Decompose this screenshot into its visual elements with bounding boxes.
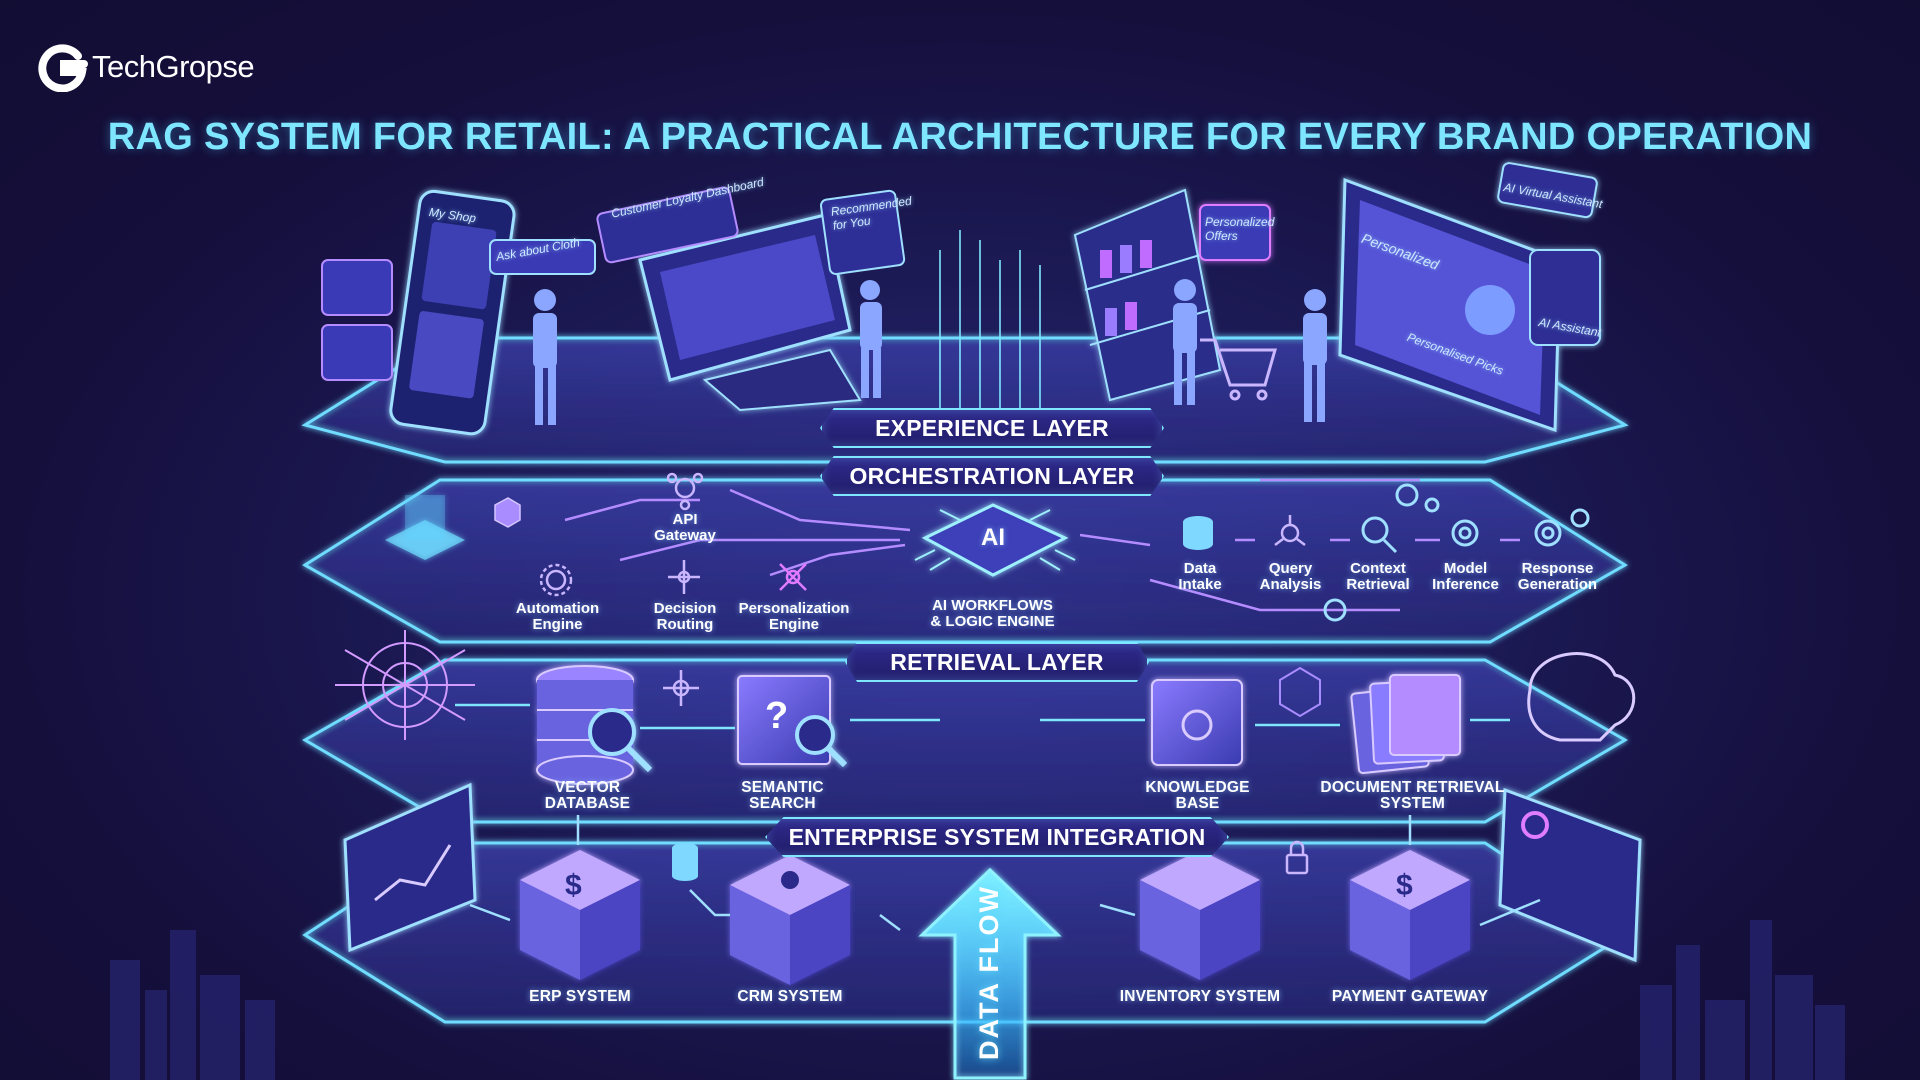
semantic-search-icon: ? [737,675,848,768]
svg-text:?: ? [765,695,788,737]
world-map-dashboard-icon [1498,787,1642,963]
data-flow-arrow-icon [918,867,1062,1080]
dashboard-card-icon [596,186,906,276]
model-inference-gear-icon [1451,519,1479,547]
retrieval-connectors [455,703,1510,730]
network-node-icon [663,670,699,706]
pipeline-step-label: Data Intake [1178,560,1222,593]
cart-shopper-person-icon [1173,279,1197,405]
automation-engine-label: Automation Engine [515,600,600,633]
context-retrieval-icon [1361,516,1398,554]
semantic-search-label: SEMANTIC SEARCH [741,779,824,812]
city-skyline-icon [110,920,1845,1080]
lock-icon [1285,840,1309,875]
svg-text:$: $ [565,869,582,902]
brain-icon [1527,652,1636,742]
settings-gear-icon [1323,483,1440,622]
vector-database-icon [536,665,653,785]
response-generation-gear-icon [1534,508,1590,547]
inventory-system-label: INVENTORY SYSTEM [1119,988,1281,1005]
erp-system-label: ERP SYSTEM [529,988,631,1005]
orchestration-connectors [564,478,1520,612]
api-gateway-icon [666,472,704,511]
ai-chip-icon [914,503,1076,577]
orchestration-layer-banner: ORCHESTRATION LAYER [820,456,1164,496]
ai-workflows-label: AI WORKFLOWS & LOGIC ENGINE [930,597,1055,630]
payment-gateway-label: PAYMENT GATEWAY [1331,988,1489,1005]
smartphone-icon [389,189,516,436]
svg-text:$: $ [1396,869,1413,902]
integration-connectors [469,815,1541,931]
hologram-tile-icon [385,495,465,560]
pipeline-step-label: Context Retrieval [1346,560,1410,593]
hexagon-network-icon [1279,666,1321,718]
shopper-person-icon [533,289,557,425]
screen-label: Personalized Offers [1205,215,1275,243]
payment-gateway-cube-icon: $ [1350,850,1470,980]
automation-engine-icon [539,563,573,597]
database-cylinder-icon [672,843,698,881]
data-flow-label: DATA FLOW [974,885,1004,1060]
retrieval-layer-banner: RETRIEVAL LAYER [845,642,1149,682]
knowledge-base-icon [1151,679,1243,766]
page-title: RAG SYSTEM FOR RETAIL: A PRACTICAL ARCHI… [107,116,1813,158]
ai-chip-label: AI [981,524,1005,551]
chat-panel-icon [321,239,596,381]
experience-layer-banner: EXPERIENCE LAYER [820,408,1164,448]
decision-routing-label: Decision Routing [653,600,717,633]
vector-database-label: VECTOR DATABASE [544,779,631,812]
staff-person-icon [860,280,882,398]
inventory-boxes-icon [1140,850,1260,980]
g-logo-icon [38,44,88,92]
shopping-cart-icon [1200,338,1277,401]
decision-routing-icon [668,560,700,594]
api-gateway-label: API Gateway [654,511,716,544]
data-streams [939,230,1041,420]
laptop-screen-icon [1338,162,1601,433]
brand-logo: TechGropse [38,42,255,92]
document-folders-icon [1350,674,1461,775]
data-intake-icon [1183,516,1213,550]
erp-cube-icon: $ [520,850,640,980]
crm-system-label: CRM SYSTEM [737,988,843,1005]
pipeline-step-label: Model Inference [1432,560,1499,593]
personalization-engine-icon [779,563,807,591]
pipeline-step-label: Response Generation [1517,560,1598,593]
crm-cube-icon [730,855,850,985]
cube-icon [494,497,521,528]
knowledge-base-label: KNOWLEDGE BASE [1145,779,1250,812]
personalization-engine-label: Personalization Engine [738,600,850,633]
pipeline-step-label: Query Analysis [1259,560,1322,593]
document-retrieval-label: DOCUMENT RETRIEVAL SYSTEM [1320,779,1505,812]
pos-terminal-icon [638,213,862,412]
query-analysis-icon [1274,515,1306,546]
customer-person-icon [1303,289,1327,422]
integration-layer-banner: ENTERPRISE SYSTEM INTEGRATION [765,817,1229,857]
neural-network-icon [335,630,475,740]
analytics-dashboard-icon [343,782,477,953]
brand-name: TechGropse [92,49,255,84]
